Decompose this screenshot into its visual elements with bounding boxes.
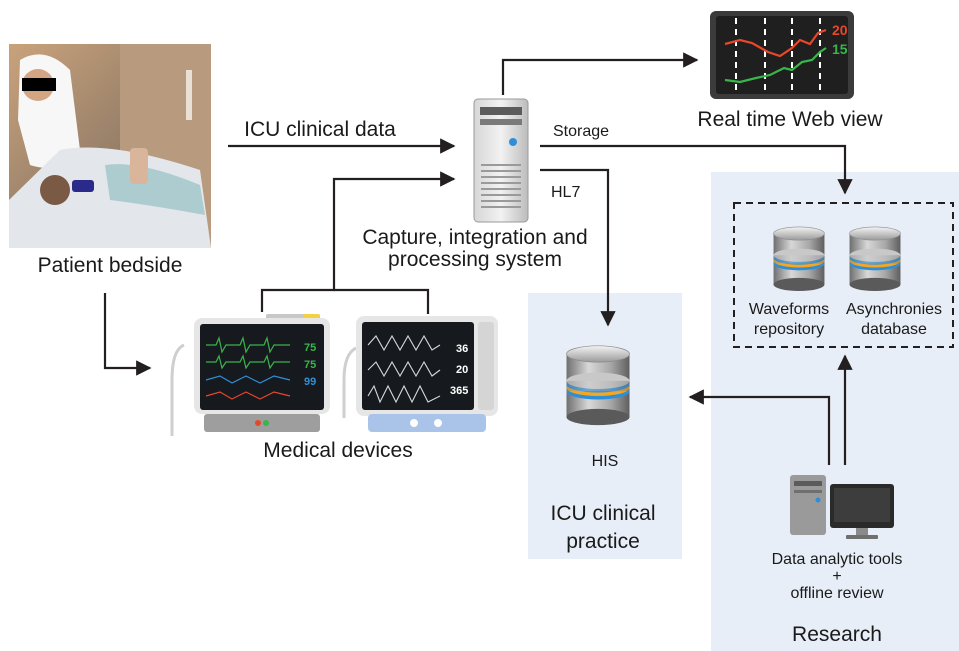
right-device-value-1: 36 (456, 343, 468, 355)
diagram-labels: Patient bedside ICU clinical data Storag… (38, 108, 942, 646)
connector-arrows (103, 52, 853, 465)
clinical-practice-panel (528, 293, 682, 559)
asynchronies-database-label-line-1: Asynchronies (846, 301, 942, 318)
real-time-web-view-monitor (710, 11, 854, 99)
web-view-value-green: 15 (832, 41, 848, 57)
research-label: Research (792, 623, 882, 646)
patient-bedside-label: Patient bedside (38, 254, 183, 277)
ventilator-monitor-icon (342, 316, 498, 432)
desktop-workstation-icon (790, 475, 894, 539)
patient-bedside-photo (9, 44, 211, 248)
right-device-value-3: 365 (450, 385, 468, 397)
hl7-label: HL7 (551, 184, 580, 201)
arrow-bedside-to-devices (103, 293, 152, 376)
asynchronies-database-label-line-2: database (861, 321, 927, 338)
right-device-value-2: 20 (456, 364, 468, 376)
arrow-hl7-to-his (540, 168, 616, 327)
storage-dashed-box (733, 202, 954, 348)
his-label: HIS (592, 453, 619, 470)
vital-signs-monitor-icon (170, 314, 330, 436)
connector-ventilator-top (334, 288, 430, 314)
storage-label: Storage (553, 123, 609, 140)
real-time-web-view-label: Real time Web view (697, 108, 883, 131)
icu-clinical-practice-label-line-2: practice (566, 530, 640, 553)
medical-devices-label: Medical devices (263, 439, 412, 462)
capture-system-label-line-1: Capture, integration and (362, 226, 587, 249)
asynchronies-database-icon (849, 226, 901, 292)
his-database-icon (566, 345, 630, 426)
data-analytic-tools-label-line-3: offline review (790, 585, 884, 602)
data-analytic-tools-label-line-1: Data analytic tools (772, 551, 903, 568)
waveforms-repository-label-line-1: Waveforms (749, 301, 829, 318)
arrow-storage (540, 144, 853, 195)
waveforms-database-icon (773, 226, 825, 292)
server-tower-icon (473, 98, 529, 223)
left-device-value-3: 99 (304, 376, 316, 388)
arrow-server-to-web-view (501, 52, 699, 95)
research-panel (711, 172, 959, 651)
icu-clinical-data-label: ICU clinical data (244, 118, 396, 141)
capture-system-label-line-2: processing system (388, 248, 562, 271)
icu-clinical-practice-label-line-1: ICU clinical (550, 502, 655, 525)
arrow-research-to-his (688, 389, 831, 465)
waveforms-repository-label-line-2: repository (754, 321, 824, 338)
left-device-value-2: 75 (304, 359, 316, 371)
data-analytic-tools-label-line-2: + (832, 568, 841, 585)
web-view-value-red: 20 (832, 22, 848, 38)
left-device-value-1: 75 (304, 342, 316, 354)
